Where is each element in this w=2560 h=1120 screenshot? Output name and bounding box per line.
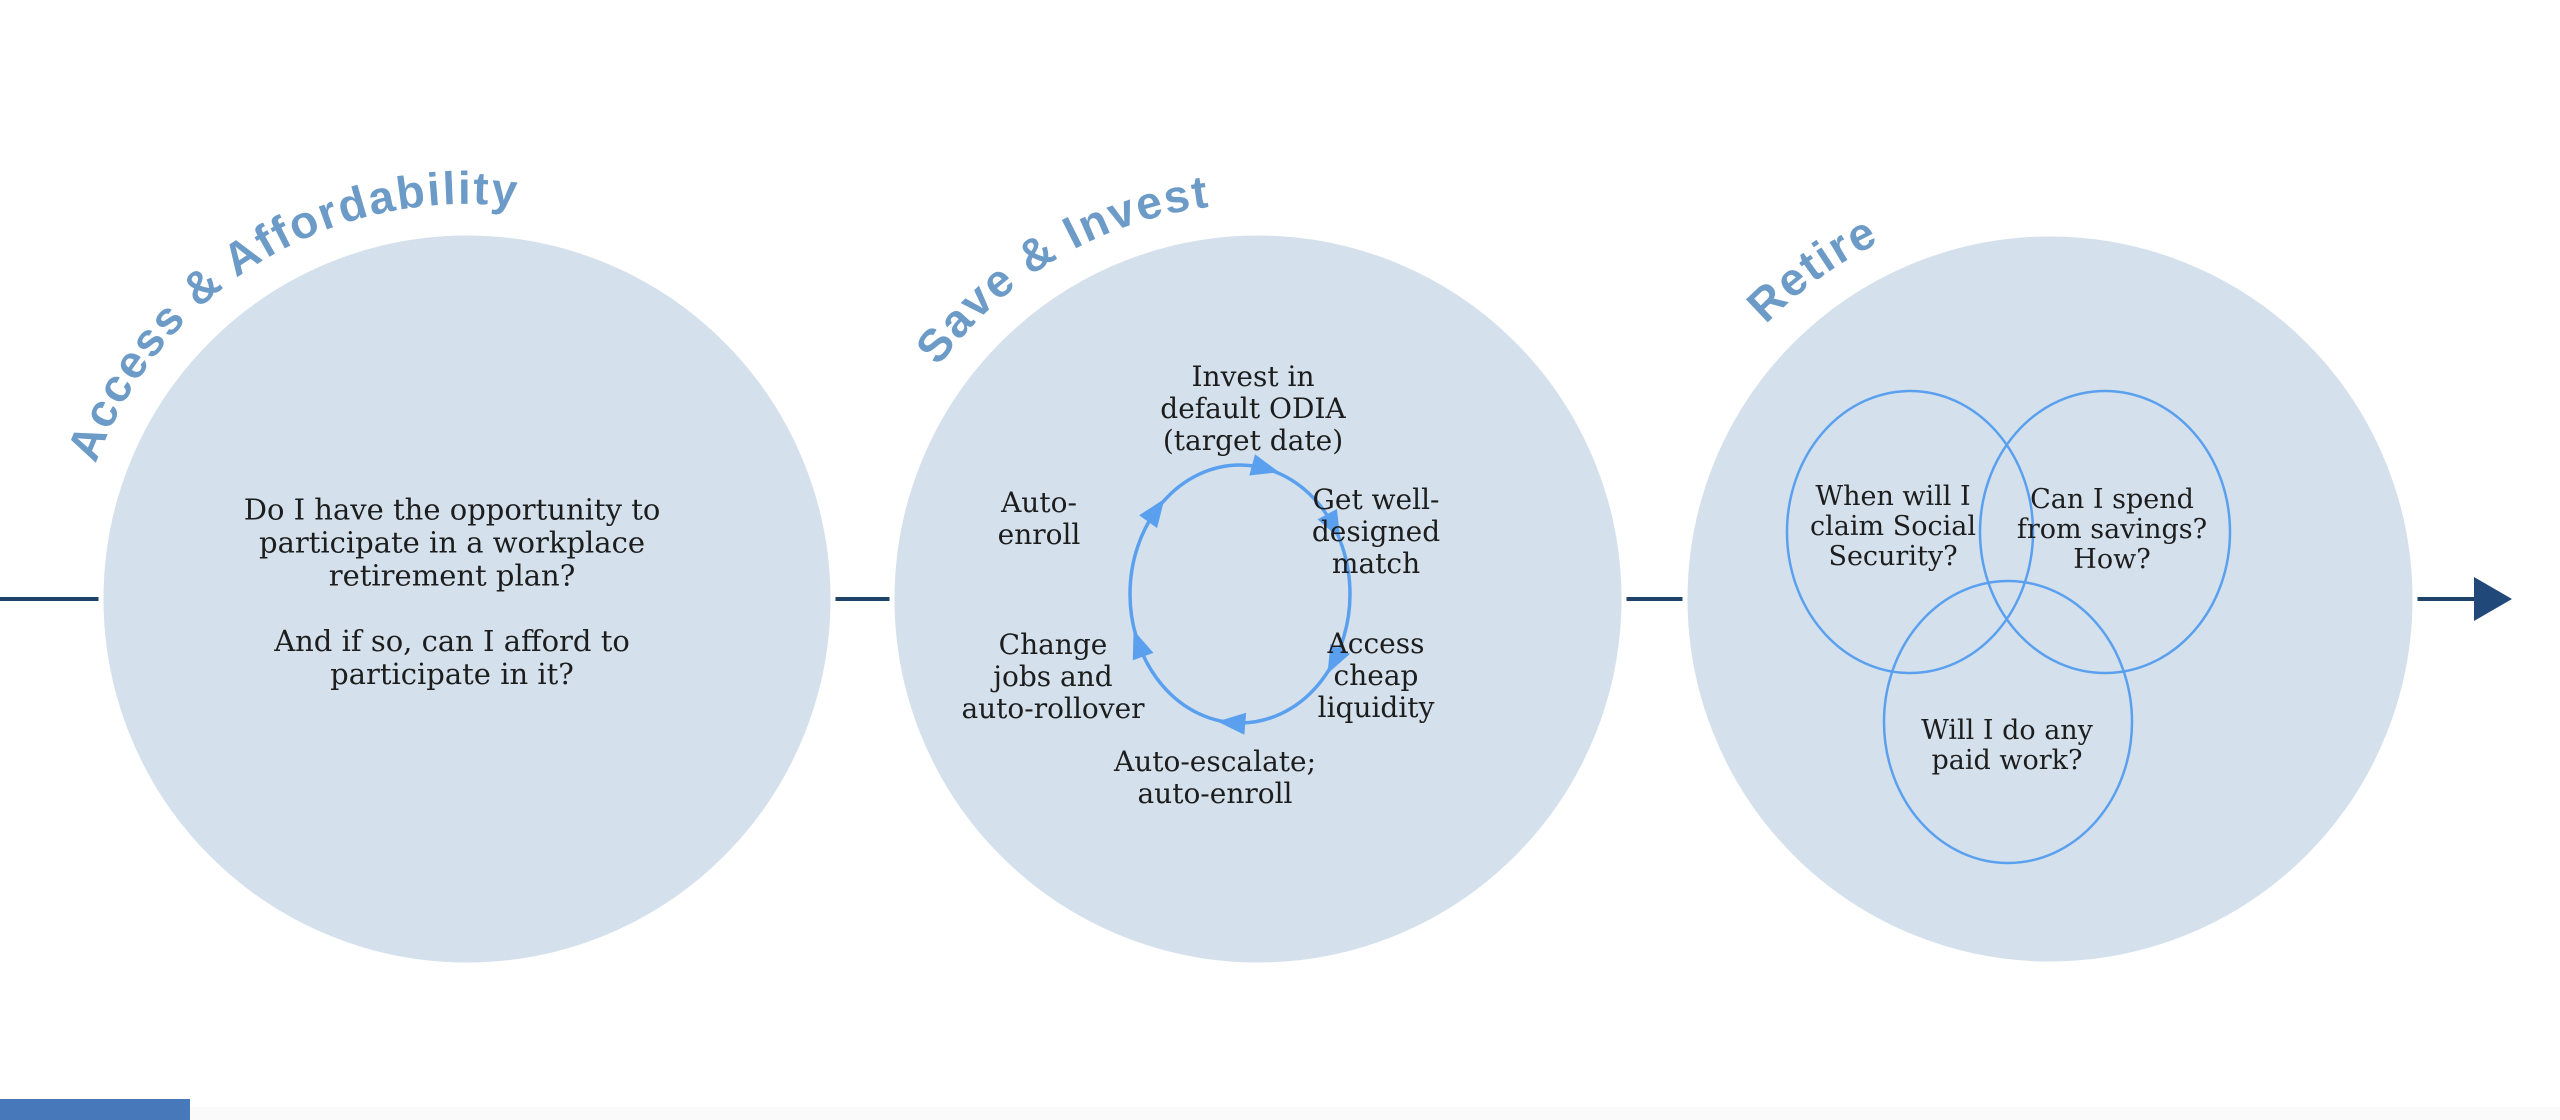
venn-diagram — [1785, 389, 2232, 865]
cycle-arrowheads — [1132, 454, 1351, 735]
venn-circle-paid-work — [1882, 579, 2134, 865]
cycle-arrow-top-icon — [1249, 454, 1280, 476]
timeline-arrowhead-icon — [2474, 577, 2512, 621]
venn-circle-social-security — [1785, 389, 2035, 675]
cycle-arrow-upper-right-icon — [1317, 508, 1341, 539]
stage-circle-access — [98, 230, 836, 968]
cycle-arrow-lower-right-icon — [1327, 643, 1351, 674]
cycle-arrow-upper-left-icon — [1139, 498, 1165, 529]
bottom-left-accent-bar — [0, 1099, 190, 1120]
cycle-arrow-lower-left-icon — [1132, 630, 1154, 661]
stage-circle-retire — [1682, 231, 2418, 967]
venn-circle-savings — [1978, 389, 2232, 675]
bottom-page-edge — [0, 1107, 2560, 1120]
cycle-arrow-bottom-icon — [1217, 712, 1247, 735]
stage-circle-save — [889, 230, 1627, 968]
